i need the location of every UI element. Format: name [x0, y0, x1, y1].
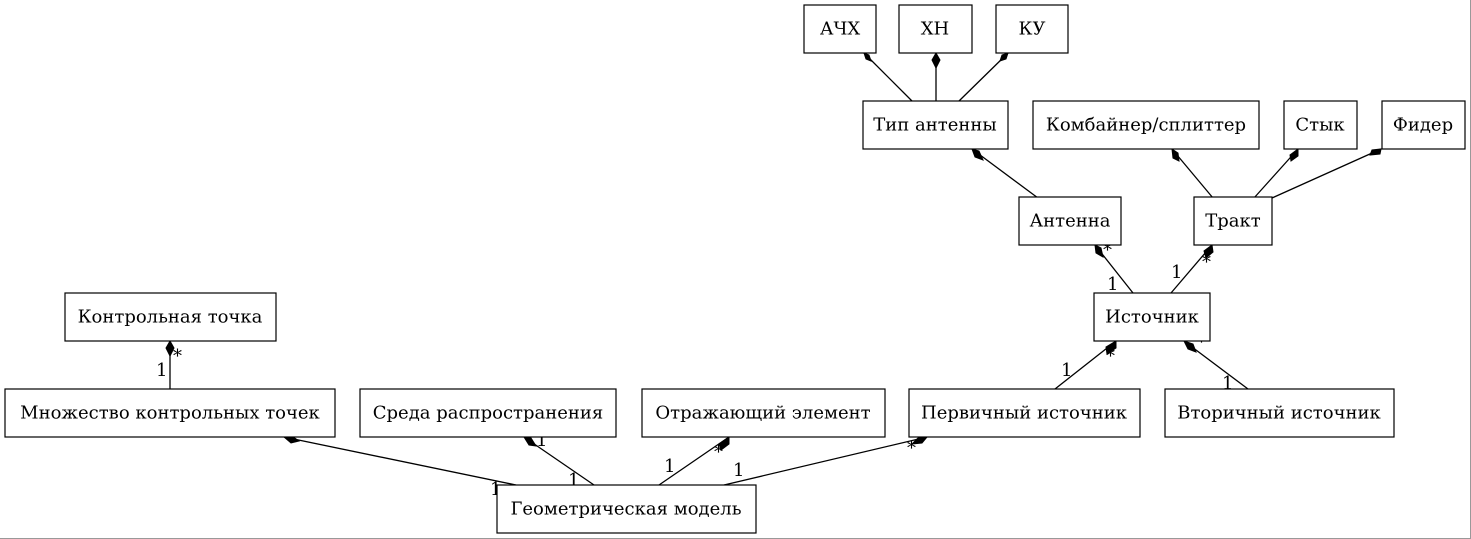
diamond-icon [1171, 147, 1180, 162]
class-label: КУ [1019, 19, 1046, 40]
diamond-icon [863, 52, 872, 62]
diamond-icon [971, 148, 984, 161]
class-xn: ХН [898, 4, 973, 54]
edge-geo-set [283, 436, 517, 486]
diamond-icon [1105, 340, 1117, 355]
multiplicity: 1 [536, 430, 547, 451]
class-label: Тракт [1205, 211, 1261, 232]
class-label: Среда распространения [373, 403, 603, 424]
multiplicity: * [1103, 240, 1112, 261]
multiplicity: 1 [156, 360, 167, 381]
class-primary-source: Первичный источник [908, 388, 1141, 438]
multiplicity: 1 [1222, 373, 1233, 394]
class-medium: Среда распространения [359, 388, 617, 438]
class-label: Тип антенны [873, 115, 996, 136]
class-label: ХН [921, 19, 950, 40]
multiplicity: * [907, 438, 916, 459]
edge-geo-primary [723, 436, 928, 486]
class-label: АЧХ [820, 19, 861, 40]
diamond-icon [718, 436, 730, 451]
multiplicity: 1 [490, 479, 501, 500]
class-label: Множество контрольных точек [20, 403, 320, 424]
multiplicity: 1 [568, 470, 579, 491]
class-ku: КУ [995, 4, 1069, 54]
edge-geo-reflector [658, 436, 730, 486]
class-label: Первичный источник [921, 403, 1128, 424]
multiplicity: * [1202, 252, 1211, 273]
multiplicity: * [173, 346, 182, 367]
class-label: Комбайнер/сплиттер [1046, 115, 1246, 136]
diamond-icon [1369, 148, 1382, 156]
class-antenna-type: Тип антенны [862, 100, 1009, 150]
multiplicity: * [714, 442, 723, 463]
class-joint: Стык [1283, 100, 1358, 150]
class-label: Отражающий элемент [655, 403, 870, 424]
class-tract: Тракт [1193, 196, 1273, 246]
diamond-icon [1289, 148, 1299, 162]
class-achx: АЧХ [803, 4, 877, 54]
multiplicity: 1 [733, 460, 744, 481]
diamond-icon [1183, 340, 1197, 353]
class-combiner: Комбайнер/сплиттер [1032, 100, 1260, 150]
diamond-icon [910, 436, 929, 445]
diamond-icon [1094, 244, 1104, 258]
class-label: Контрольная точка [78, 307, 263, 328]
class-label: Антенна [1030, 211, 1111, 232]
class-geometric-model: Геометрическая модель [496, 484, 757, 534]
edge-antennatype-achx [863, 52, 913, 102]
class-antenna: Антенна [1018, 196, 1122, 246]
class-reflector: Отражающий элемент [641, 388, 886, 438]
multiplicity: * [1197, 332, 1206, 353]
multiplicity: 1 [1171, 262, 1182, 283]
class-label: Фидер [1393, 115, 1453, 136]
class-label: Стык [1295, 115, 1345, 136]
edge-tract-feeder [1271, 148, 1382, 199]
class-secondary-source: Вторичный источник [1164, 388, 1395, 438]
class-control-point-set: Множество контрольных точек [4, 388, 336, 438]
class-label: Геометрическая модель [510, 499, 741, 520]
class-control-point: Контрольная точка [64, 292, 277, 342]
class-label: Вторичный источник [1177, 403, 1381, 424]
diamond-icon [165, 339, 175, 358]
class-feeder: Фидер [1381, 100, 1466, 150]
multiplicity: * [1106, 346, 1115, 367]
diamond-icon [931, 51, 941, 70]
diamond-icon [1203, 244, 1214, 259]
edge-antenna-antennatype [971, 148, 1039, 199]
diamond-icon [999, 52, 1009, 62]
multiplicity: 1 [1061, 360, 1072, 381]
class-source: Источник [1093, 292, 1211, 342]
composition-diamonds [165, 51, 1382, 451]
diamond-icon [523, 436, 537, 447]
multiplicity: 1 [1107, 274, 1118, 295]
class-label: Источник [1105, 307, 1199, 328]
multiplicity: 1 [664, 456, 675, 477]
